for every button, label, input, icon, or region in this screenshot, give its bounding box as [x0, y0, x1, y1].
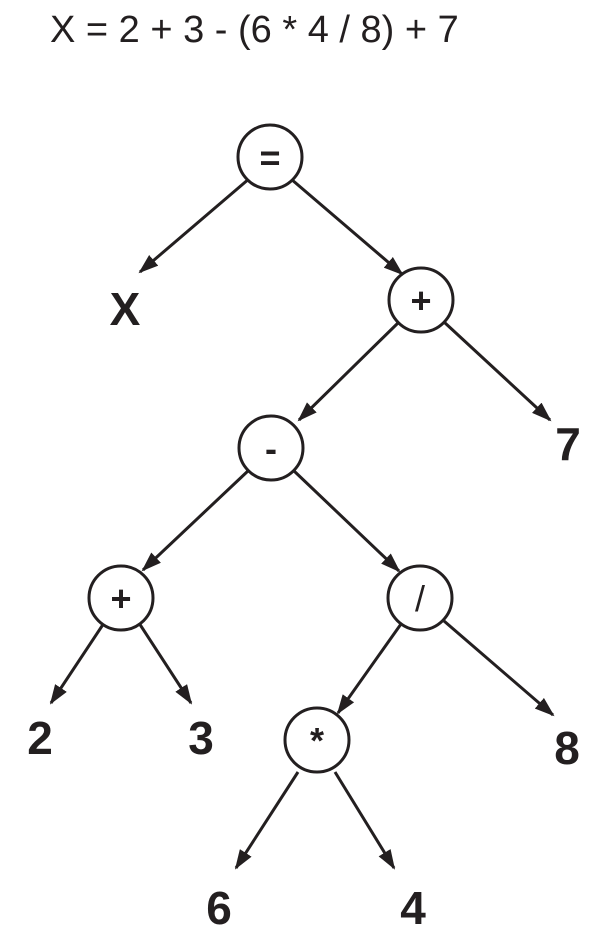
- svg-text:+: +: [110, 578, 131, 619]
- svg-text:-: -: [265, 428, 277, 469]
- leaf-two: 2: [27, 712, 53, 764]
- leaf-x: X: [110, 283, 141, 335]
- edge-plus-minus: [297, 320, 401, 422]
- svg-text:=: =: [259, 137, 280, 178]
- leaf-three: 3: [188, 712, 214, 764]
- edge-divide-eight: [443, 619, 555, 717]
- leaf-six: 6: [206, 882, 232, 934]
- svg-text:*: *: [310, 720, 324, 761]
- operator-node-plus-top: +: [387, 266, 455, 334]
- expression-title: X = 2 + 3 - (6 * 4 / 8) + 7: [50, 9, 459, 51]
- leaf-eight: 8: [554, 722, 580, 774]
- leaf-seven: 7: [555, 418, 581, 470]
- tree-edges: [49, 176, 555, 870]
- operator-node-divide: /: [386, 564, 454, 632]
- operator-node-equals: =: [236, 123, 304, 191]
- leaf-four: 4: [400, 882, 426, 934]
- edge-multiply-four: [333, 771, 396, 870]
- operator-node-minus: -: [237, 414, 305, 482]
- edge-plus-three: [137, 622, 193, 705]
- operator-node-plus-low: +: [87, 564, 155, 632]
- edge-eq-plus: [290, 177, 404, 276]
- edge-plus-seven: [442, 320, 552, 422]
- edge-multiply-six: [234, 771, 300, 870]
- edge-divide-multiply: [336, 623, 403, 715]
- edge-eq-x: [138, 176, 251, 274]
- edge-minus-plus: [141, 468, 251, 572]
- edge-minus-divide: [291, 468, 401, 573]
- edge-plus-two: [49, 622, 106, 705]
- svg-text:/: /: [415, 578, 425, 619]
- operator-node-multiply: *: [283, 706, 351, 774]
- svg-text:+: +: [410, 280, 431, 321]
